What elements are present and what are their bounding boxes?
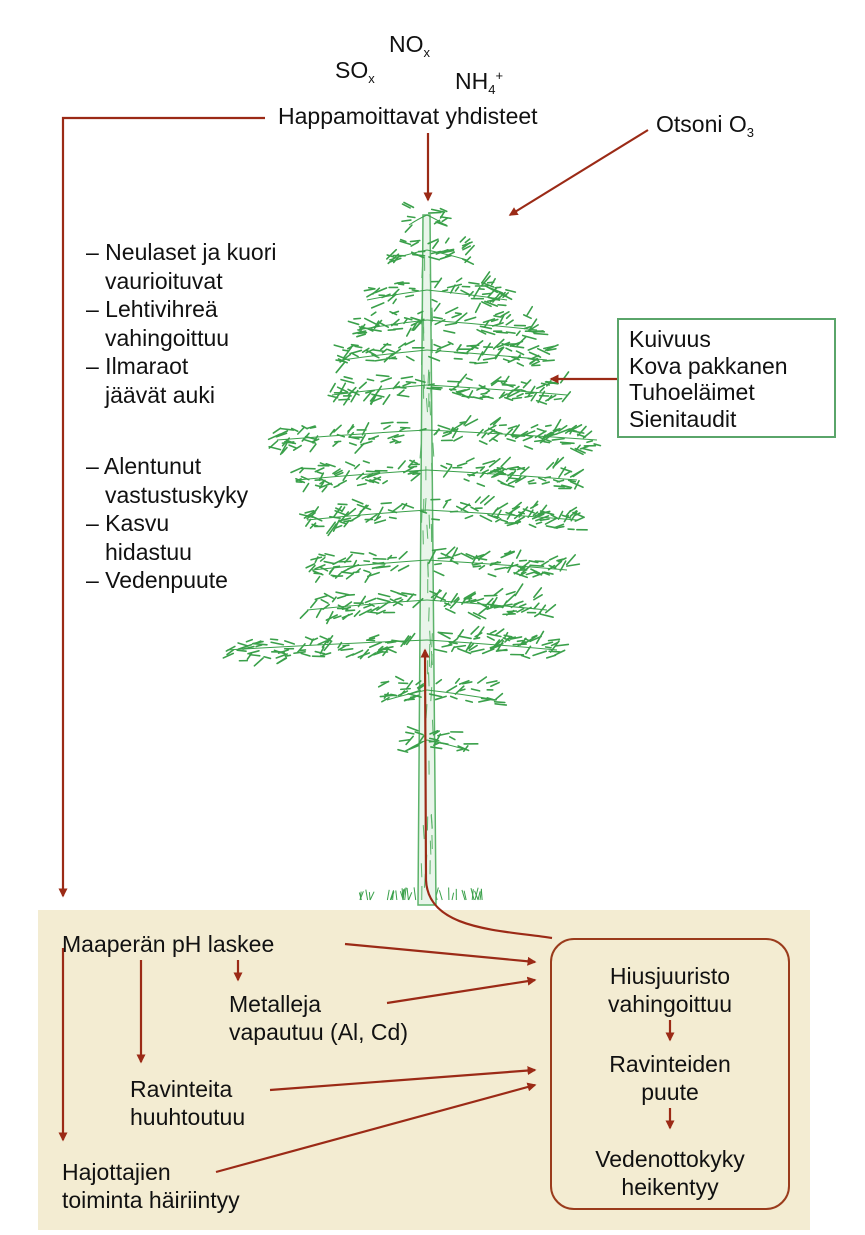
arrow-ph-to-roots [344,942,537,966]
arrow-nutrients-to-roots [269,1066,537,1092]
formula-sox: SOx [335,56,375,93]
spruce-tree-illustration [222,201,602,906]
root-step-3-line-1: Vedenottokyky [595,1146,745,1172]
effect-line-1: – Neulaset ja kuori [86,239,277,265]
effect-item: – Kasvu hidastuu [86,509,248,566]
soil-metals-released: Metalleja vapautuu (Al, Cd) [229,990,408,1046]
formula-nh4-sub: 4 [488,82,496,97]
effect-line-2: vaurioituvat [105,267,223,294]
water-uptake-weakened: Vedenottokyky heikentyy [560,1145,780,1201]
effect-item: – Ilmaraot jäävät auki [86,352,277,409]
formula-sox-sub: x [368,71,375,86]
root-step-2-line-2: puute [641,1079,699,1105]
stress-factor-drought: Kuivuus [629,326,711,352]
ozone-label: Otsoni O3 [656,110,754,147]
arrow-ozone-to-tree [508,129,649,216]
soil-ph-drop: Maaperän pH laskee [62,931,275,957]
soil-metals-line-1: Metalleja [229,991,322,1017]
acidifying-compounds-label: Happamoittavat yhdisteet [278,103,538,129]
effect-line-1: – Lehtivihreä [86,296,218,322]
arrow-acid-to-soil [58,116,265,898]
effect-item: – Lehtivihreä vahingoittuu [86,295,277,352]
effects-list-lower: – Alentunut vastustuskyky – Kasvu hidast… [86,452,248,595]
effect-line-1: – Alentunut [86,453,202,479]
effect-item: – Vedenpuute [86,566,248,595]
stress-factors-box: Kuivuus Kova pakkanen Tuhoeläimet Sienit… [617,318,836,438]
soil-decomposers-line-1: Hajottajien [62,1159,171,1185]
root-effects-box [550,938,790,1210]
root-hair-damaged: Hiusjuuristo vahingoittuu [560,962,780,1018]
ozone-label-text: Otsoni O [656,111,747,137]
arrow-roots-to-tree [420,648,553,940]
root-step-3-line-2: heikentyy [621,1174,719,1200]
soil-nutrients-line-2: huuhtoutuu [130,1104,246,1130]
formula-nh4: NH4+ [455,62,503,104]
soil-decomposers-disturbed: Hajottajien toiminta häiriintyy [62,1158,240,1214]
formula-nox: NOx [389,30,430,67]
soil-decomposers-line-2: toiminta häiriintyy [62,1187,240,1213]
effect-line-2: vahingoittuu [105,324,230,351]
soil-nutrients-line-1: Ravinteita [130,1076,233,1102]
effect-line-2: hidastuu [105,538,192,565]
ozone-label-sub: 3 [746,125,754,140]
effect-line-2: jäävät auki [105,381,215,408]
effect-line-2: vastustuskyky [105,481,249,508]
formula-sox-base: SO [335,57,369,83]
root-step-1-line-1: Hiusjuuristo [609,963,731,989]
arrow-metals-to-roots [386,976,537,1005]
formula-nox-sub: x [423,45,431,60]
root-step-1-line-2: vahingoittuu [607,991,733,1017]
formula-nh4-base: NH [455,68,489,94]
formula-nh4-sup: + [495,68,504,83]
soil-metals-line-2: vapautuu (Al, Cd) [229,1019,408,1045]
formula-nox-base: NO [389,31,424,57]
soil-panel [38,910,810,1230]
effect-item: – Alentunut vastustuskyky [86,452,248,509]
arrow-decomposers-to-roots [215,1082,537,1174]
effects-list-upper: – Neulaset ja kuori vaurioituvat – Lehti… [86,238,277,409]
effect-line-1: – Vedenpuute [86,567,228,593]
soil-nutrients-leached: Ravinteita huuhtoutuu [130,1075,245,1131]
stress-factor-frost: Kova pakkanen [629,352,788,379]
effect-item: – Neulaset ja kuori vaurioituvat [86,238,277,295]
root-step-2-line-1: Ravinteiden [609,1051,731,1077]
nutrient-deficiency: Ravinteiden puute [560,1050,780,1106]
effect-line-1: – Ilmaraot [86,353,189,379]
stress-factor-pests: Tuhoeläimet [629,379,755,405]
effect-line-1: – Kasvu [86,510,170,536]
stress-factor-fungi: Sienitaudit [629,405,737,432]
